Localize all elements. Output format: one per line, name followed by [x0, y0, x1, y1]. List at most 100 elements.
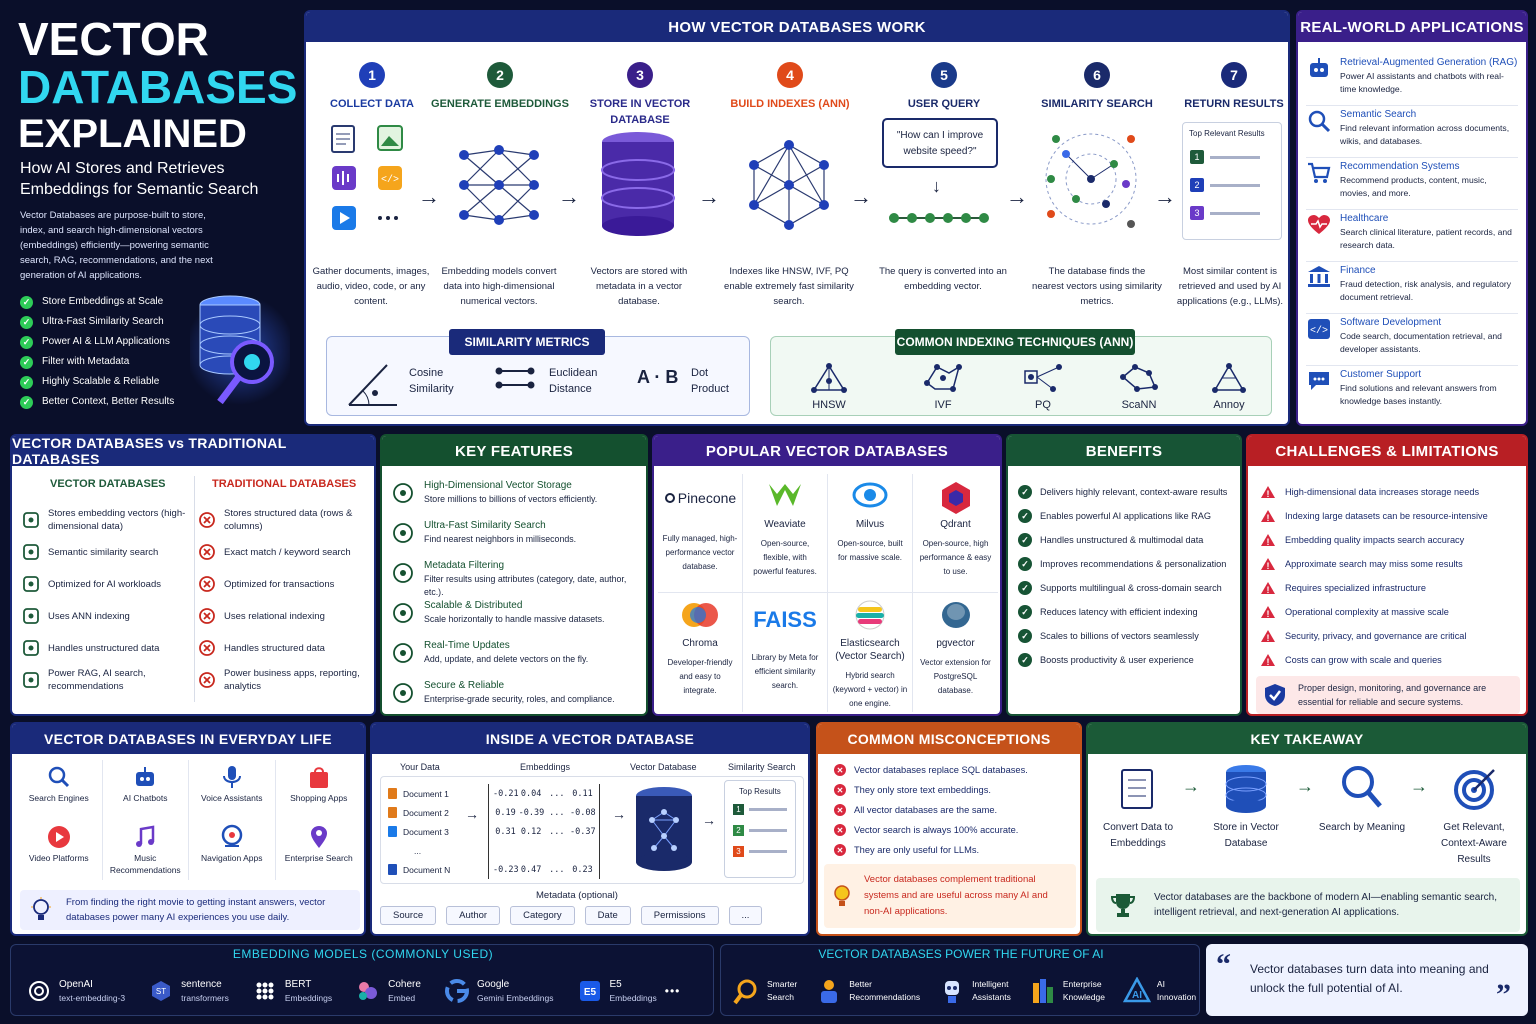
check-icon: ✓ [1018, 557, 1032, 571]
db-name: Milvus [855, 519, 885, 530]
faiss-logo: FAISS [753, 607, 817, 632]
everyday-item: Video Platforms [16, 820, 103, 880]
vs-traditional-item: Optimized for transactions [198, 568, 370, 600]
everyday-label: Music Recommendations [109, 853, 181, 875]
vector-feature-icon [22, 543, 48, 561]
vs-right-head: TRADITIONAL DATABASES [212, 478, 357, 490]
benefit-item: ✓Improves recommendations & personalizat… [1018, 552, 1232, 576]
future-line1: Smarter [767, 979, 798, 989]
lock-shield-icon [392, 678, 424, 714]
challenge-text: Embedding quality impacts search accurac… [1285, 535, 1465, 545]
embedding-row: 0.19-0.39...-0.08 [493, 803, 595, 822]
apps-panel: REAL-WORLD APPLICATIONS Retrieval-Augmen… [1296, 10, 1528, 426]
ann-graph-icon [749, 140, 829, 230]
svg-text:</>: </> [1310, 325, 1328, 337]
takeaway-step: Get Relevant, Context-Aware Results [1441, 822, 1507, 865]
check-icon: ✓ [20, 315, 33, 329]
warning-icon: ! [1260, 533, 1276, 547]
lightbulb-icon [834, 885, 850, 906]
arrow-icon: → [702, 812, 716, 828]
svg-text:E5: E5 [583, 987, 596, 998]
checklist-item: ✓Store Embeddings at Scale [20, 292, 174, 312]
embedding-value: 0.47 [520, 864, 542, 875]
document-icon [388, 864, 397, 875]
embedding-value: 0.11 [572, 788, 593, 799]
doc-item: Document 2 [380, 803, 464, 822]
metadata-chip: Category [510, 906, 575, 925]
apps-title: REAL-WORLD APPLICATIONS [1298, 12, 1526, 42]
app-desc: Fraud detection, risk analysis, and regu… [1340, 279, 1512, 302]
feature-title: Ultra-Fast Similarity Search [424, 520, 546, 531]
step-number: 7 [1221, 62, 1247, 88]
everyday-title: VECTOR DATABASES IN EVERYDAY LIFE [12, 724, 364, 754]
everyday-item: Navigation Apps [189, 820, 276, 880]
svg-text:AI: AI [1132, 990, 1142, 1001]
result-row: 3 [733, 846, 795, 857]
arrow-icon: → [1006, 184, 1028, 209]
db-desc: Vector extension for PostgreSQL database… [920, 658, 991, 695]
check-icon: ✓ [1018, 605, 1032, 619]
everyday-item: Music Recommendations [103, 820, 189, 880]
smart-search-icon [733, 977, 761, 1005]
challenge-item: !Approximate search may miss some result… [1260, 552, 1518, 576]
result-number: 3 [1190, 206, 1204, 220]
arrow-icon: → [850, 184, 872, 209]
challenges-list: !High-dimensional data increases storage… [1248, 466, 1526, 672]
embedding-value: 0.23 [572, 864, 593, 875]
challenges-note-text: Proper design, monitoring, and governanc… [1298, 683, 1487, 707]
doc-label: Document 1 [403, 788, 449, 799]
vs-item-text: Optimized for AI workloads [48, 578, 161, 590]
result-row: 3 [1190, 206, 1281, 220]
challenge-item: !High-dimensional data increases storage… [1260, 480, 1518, 504]
ai-innovation-icon: AI [1122, 977, 1151, 1005]
everyday-panel: VECTOR DATABASES IN EVERYDAY LIFE Search… [10, 722, 366, 936]
feature-desc: Store millions to billions of vectors ef… [424, 494, 598, 504]
google-logo-icon [444, 979, 469, 1003]
doc-ellipsis: ... [380, 841, 464, 860]
challenges-note: Proper design, monitoring, and governanc… [1256, 676, 1520, 714]
result-number: 3 [733, 846, 744, 857]
assistant-robot-icon [938, 977, 966, 1005]
warning-icon: ! [1260, 629, 1276, 643]
misconception-item: ✕Vector search is always 100% accurate. [834, 820, 1072, 840]
location-pin-icon [276, 824, 363, 852]
step-1: 1 COLLECT DATA [306, 62, 442, 112]
takeaway-title: KEY TAKEAWAY [1088, 724, 1526, 754]
model-name: sentence [181, 979, 222, 990]
arrow-icon: → [558, 184, 580, 209]
x-icon: ✕ [834, 824, 846, 836]
euclidean-distance-icon [495, 367, 535, 389]
embedding-value: 0.12 [520, 826, 542, 837]
misconceptions-note: Vector databases complement traditional … [824, 864, 1076, 928]
neural-network-icon [459, 145, 539, 225]
step-desc: Embedding models convert data into high-… [441, 266, 557, 307]
openai-logo-icon [27, 979, 51, 1003]
magnifier-icon [1306, 108, 1340, 157]
benefits-panel: BENEFITS ✓Delivers highly relevant, cont… [1006, 434, 1242, 716]
arrow-icon: → [698, 184, 720, 209]
step-desc: Most similar content is retrieved and us… [1176, 266, 1284, 307]
step-title: STORE IN VECTOR DATABASE [589, 98, 691, 126]
embedding-value: ... [549, 788, 565, 799]
svg-text:ST: ST [156, 987, 166, 996]
challenges-title: CHALLENGES & LIMITATIONS [1248, 436, 1526, 466]
vs-item-text: Stores structured data (rows & columns) [224, 508, 353, 532]
svg-text:!: ! [1267, 561, 1270, 571]
everyday-item: Enterprise Search [276, 820, 363, 880]
vs-vector-item: Semantic similarity search [22, 536, 190, 568]
misconceptions-note-text: Vector databases complement traditional … [864, 874, 1048, 917]
vs-vector-item: Stores embedding vectors (high-dimension… [22, 504, 190, 536]
challenge-text: Requires specialized infrastructure [1285, 583, 1426, 593]
misconception-text: They are only useful for LLMs. [854, 845, 980, 855]
result-number: 2 [733, 825, 744, 836]
app-desc: Find relevant information across documen… [1340, 123, 1510, 146]
